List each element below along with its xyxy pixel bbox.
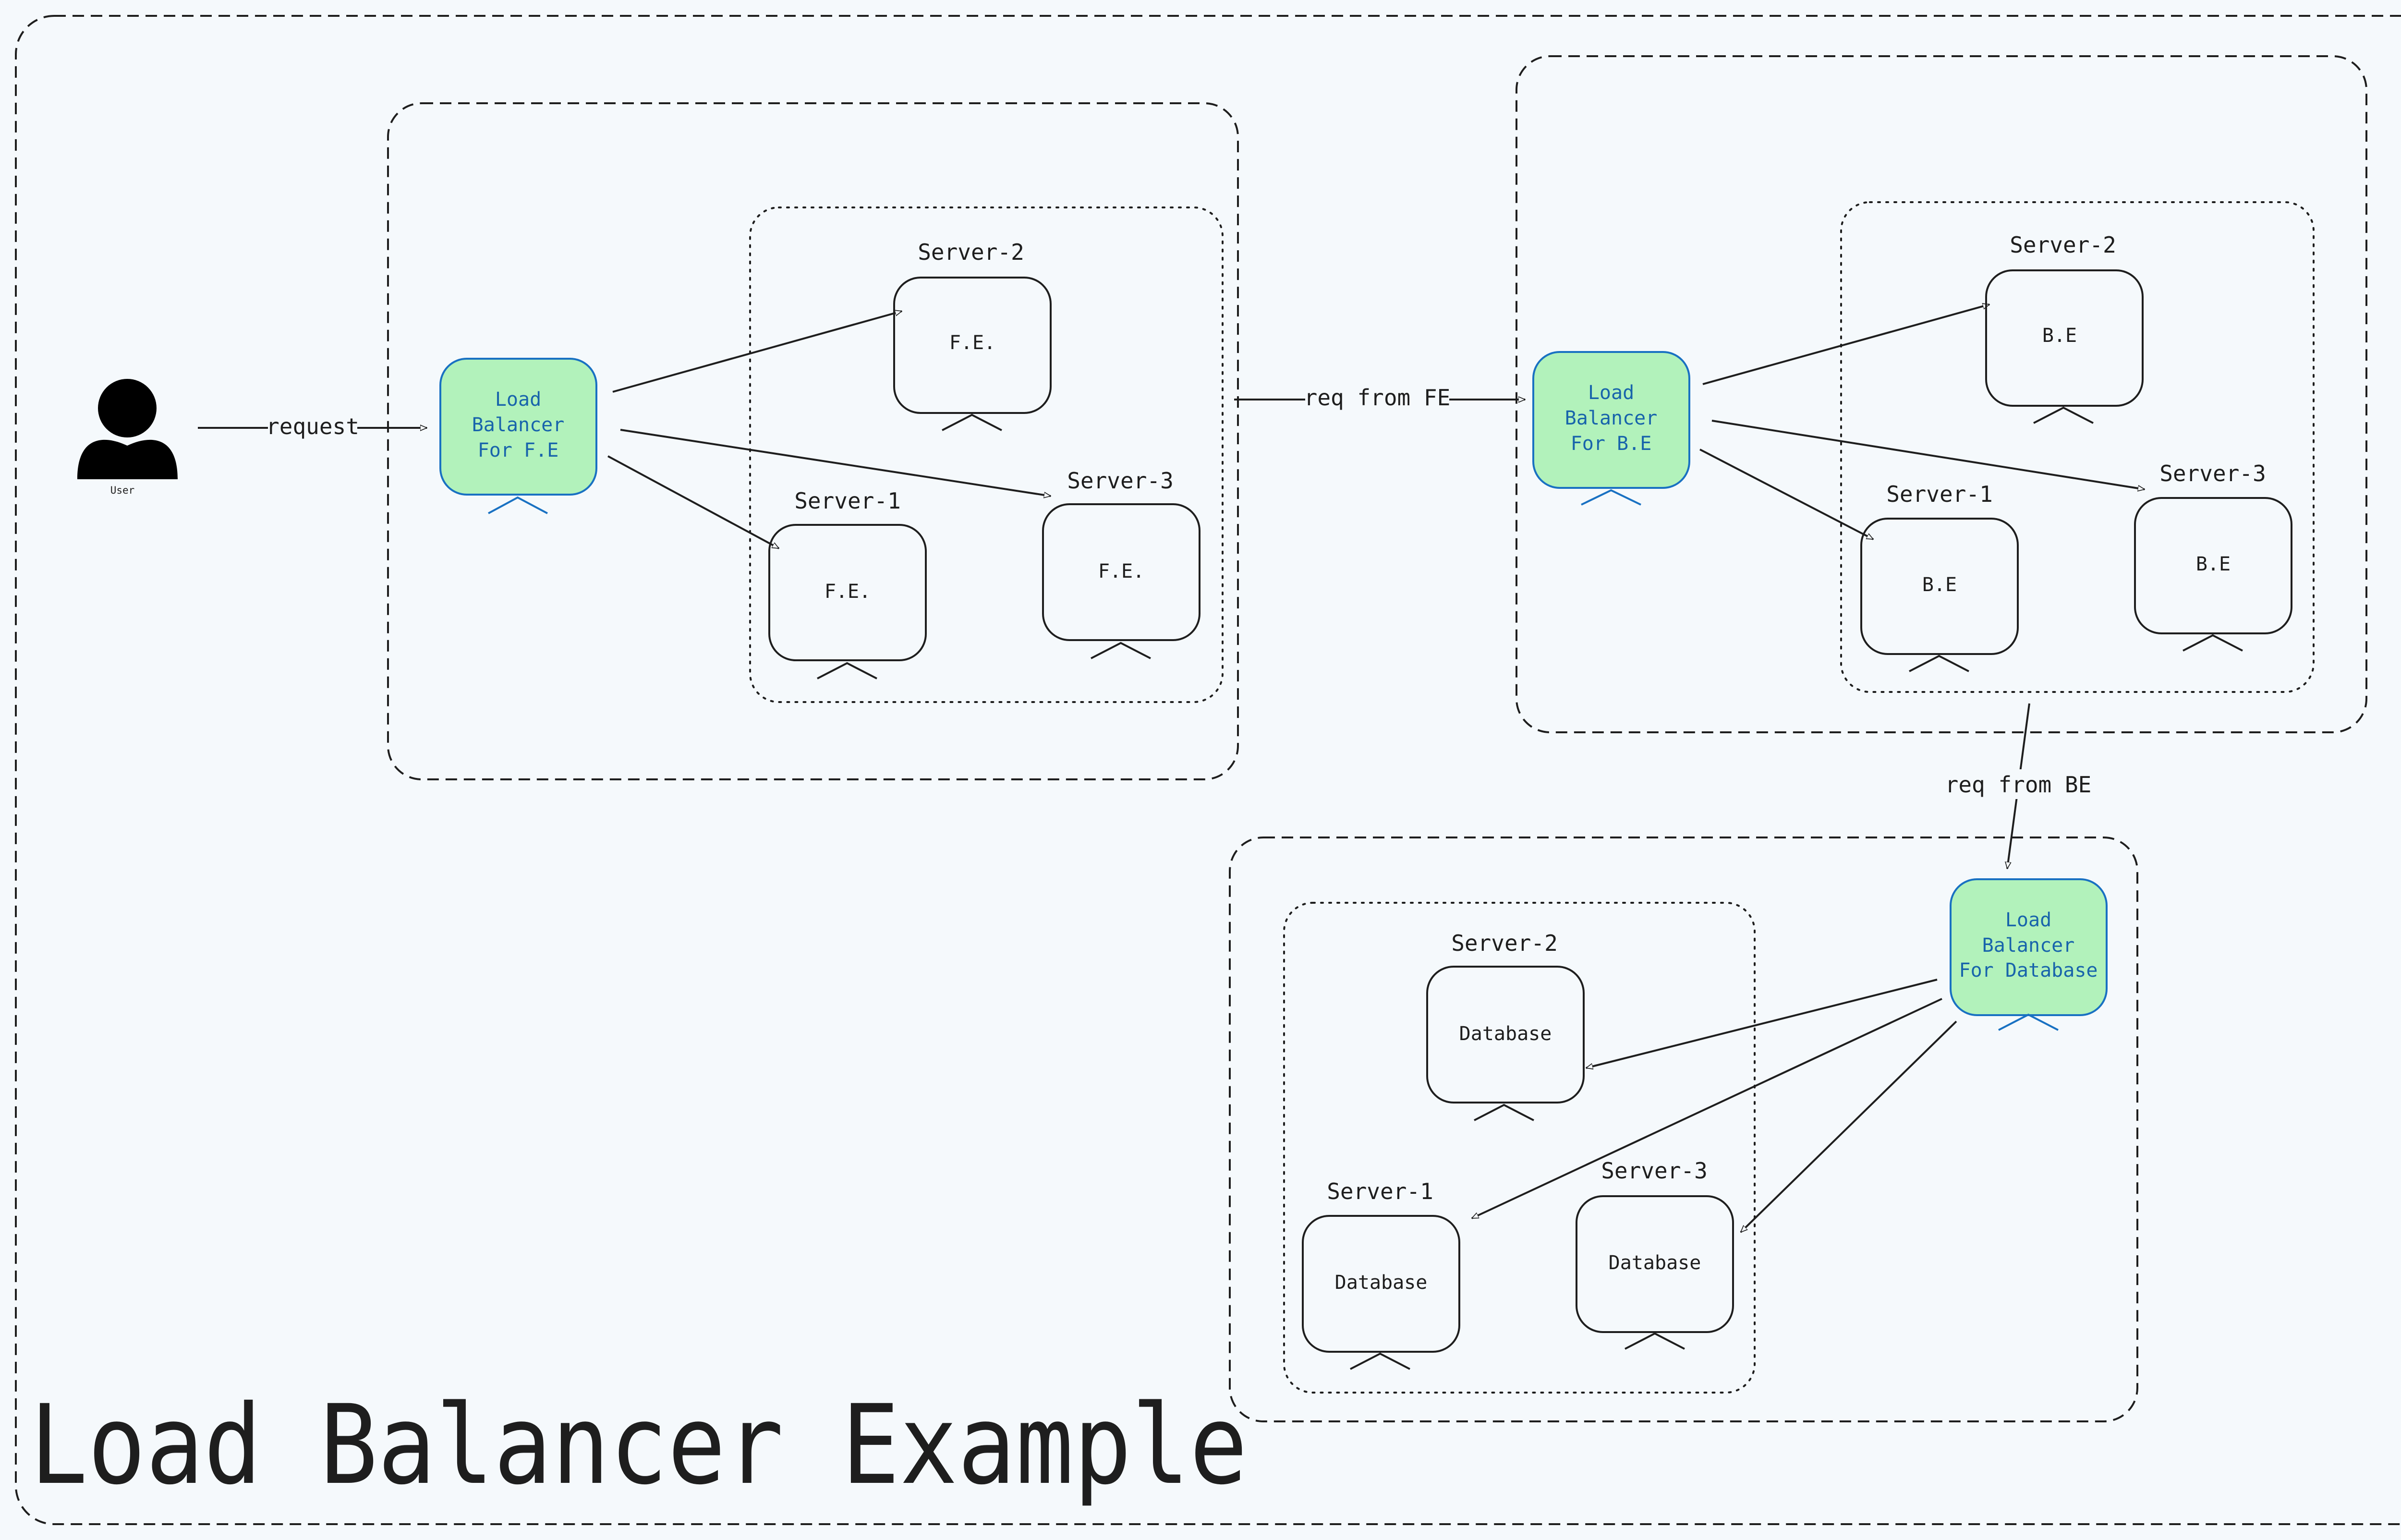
be-load-balancer-line-1: Load <box>1588 382 1634 404</box>
fe-server-3-label: F.E. <box>1098 560 1144 582</box>
be-server-2-title: Server-2 <box>2010 232 2116 258</box>
fe-server-2-title: Server-2 <box>918 239 1024 265</box>
fe-server-1[interactable]: F.E. <box>768 524 927 679</box>
fe-server-3[interactable]: F.E. <box>1042 503 1200 659</box>
db-server-2[interactable]: Database <box>1426 966 1585 1121</box>
fe-server-3-title: Server-3 <box>1067 468 1174 494</box>
database-servers-frame <box>1283 902 1756 1394</box>
edge-label-req-from-fe-bg <box>1305 384 1449 412</box>
db-server-2-title: Server-2 <box>1451 930 1558 956</box>
fe-server-1-label: F.E. <box>825 581 871 603</box>
edge-label-request-bg <box>268 413 357 441</box>
db-load-balancer-line-1: Load <box>2005 909 2051 931</box>
user-icon <box>77 379 178 479</box>
frontend-group-frame <box>387 102 1239 780</box>
be-load-balancer-line-2: Balancer <box>1565 407 1658 429</box>
edge-label-req-from-be-bg <box>1944 769 2093 799</box>
fe-server-2-label: F.E. <box>949 332 995 354</box>
edge-label-req-from-fe: req from FE <box>1304 385 1451 411</box>
fe-server-1-title: Server-1 <box>794 488 901 514</box>
arrow-db-lb-to-db-server-1 <box>1472 998 1942 1219</box>
fe-load-balancer-line-3: For F.E <box>478 439 559 461</box>
fe-load-balancer-line-1: Load <box>495 388 541 411</box>
edge-label-request: request <box>266 413 359 439</box>
arrow-be-lb-to-be-server-3 <box>1711 420 2145 489</box>
be-load-balancer-line-3: For B.E <box>1571 433 1652 455</box>
db-server-3-title: Server-3 <box>1601 1158 1708 1184</box>
frontend-servers-frame <box>749 206 1224 703</box>
db-load-balancer[interactable]: Load Balancer For Database <box>1950 878 2108 1031</box>
be-load-balancer[interactable]: Load Balancer For B.E <box>1532 351 1690 506</box>
arrow-fe-lb-to-fe-server-3 <box>620 429 1051 496</box>
be-server-1[interactable]: B.E <box>1860 518 2019 672</box>
page-title: Load Balancer Example <box>30 1381 1248 1509</box>
be-server-3-title: Server-3 <box>2159 461 2266 486</box>
outer-frame <box>15 15 2401 1525</box>
db-load-balancer-line-2: Balancer <box>1982 934 2075 957</box>
arrow-db-lb-to-db-server-2 <box>1586 979 1938 1068</box>
be-server-2[interactable]: B.E <box>1985 269 2144 424</box>
fe-server-2[interactable]: F.E. <box>893 277 1052 431</box>
arrow-be-lb-to-be-server-2 <box>1702 304 1989 385</box>
arrow-fe-lb-to-fe-server-1 <box>607 455 779 549</box>
fe-load-balancer-line-2: Balancer <box>472 414 565 436</box>
backend-servers-frame <box>1840 201 2315 693</box>
db-load-balancer-stand <box>1998 1013 2059 1031</box>
be-server-3-label: B.E <box>2196 553 2231 575</box>
be-server-1-title: Server-1 <box>1886 481 1993 507</box>
db-server-1-title: Server-1 <box>1327 1178 1433 1204</box>
fe-load-balancer-stand <box>488 496 548 514</box>
edge-label-req-from-be: req from BE <box>1945 772 2092 798</box>
be-server-1-label: B.E <box>1922 574 1957 596</box>
db-server-1-label: Database <box>1335 1272 1428 1294</box>
db-server-1[interactable]: Database <box>1302 1215 1460 1370</box>
be-server-2-label: B.E <box>2042 325 2077 347</box>
be-load-balancer-stand <box>1581 489 1641 506</box>
db-server-3[interactable]: Database <box>1576 1195 1734 1350</box>
be-server-3[interactable]: B.E <box>2134 497 2292 652</box>
fe-load-balancer[interactable]: Load Balancer For F.E <box>439 358 597 514</box>
user-label: User <box>110 485 135 496</box>
arrow-db-lb-to-db-server-3 <box>1741 1020 1957 1232</box>
database-group-frame <box>1229 837 2138 1422</box>
backend-group-frame <box>1516 55 2367 733</box>
arrow-fe-lb-to-fe-server-2 <box>612 311 902 393</box>
db-server-3-label: Database <box>1609 1252 1701 1274</box>
arrow-be-lb-to-be-server-1 <box>1699 449 1873 540</box>
db-server-2-label: Database <box>1459 1023 1552 1045</box>
db-load-balancer-line-3: For Database <box>1959 959 2098 982</box>
